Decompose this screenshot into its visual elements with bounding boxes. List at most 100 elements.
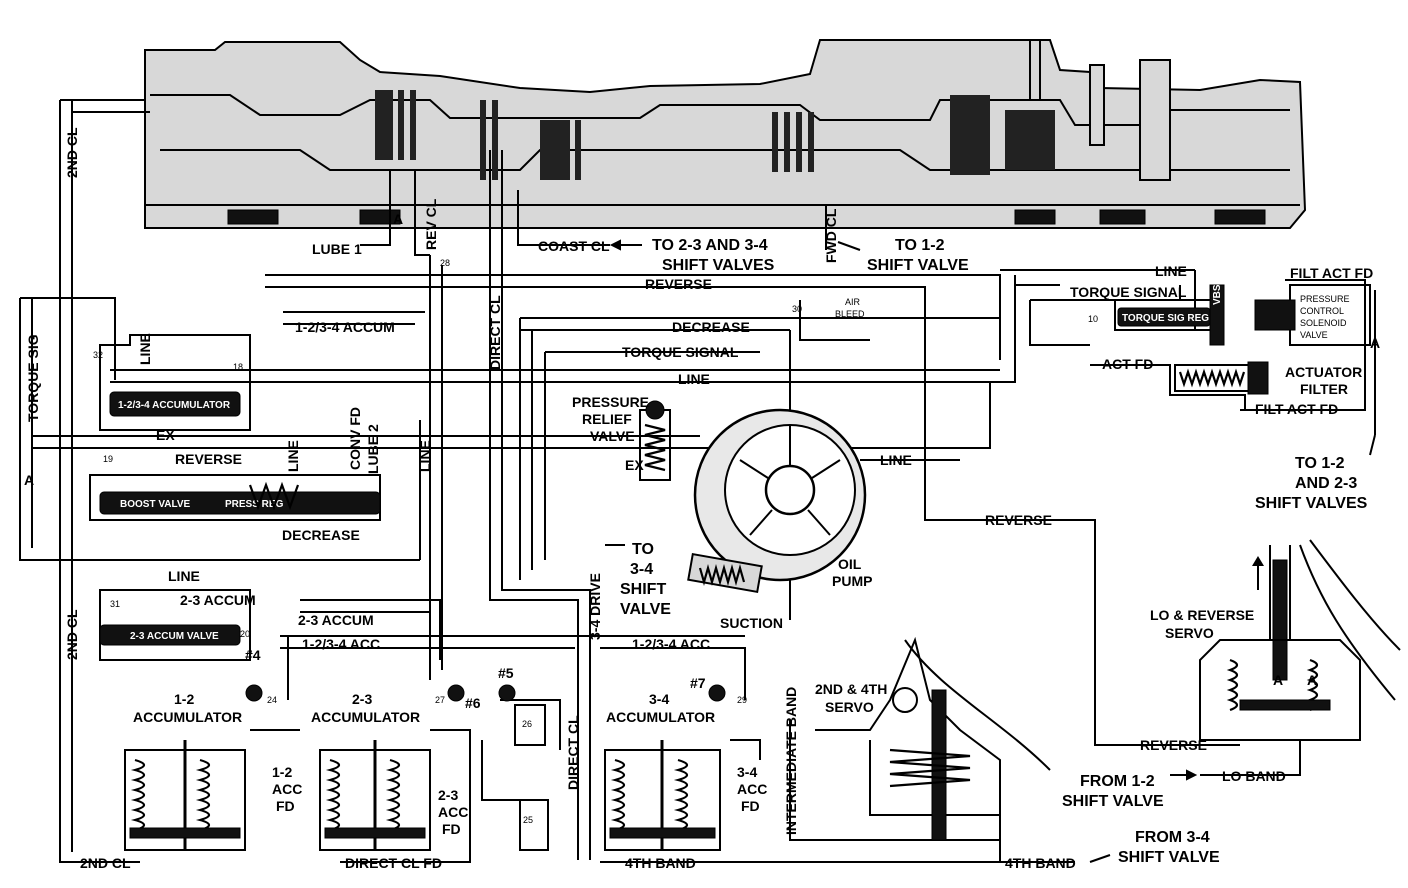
accum-23-valve-label: 2-3 ACCUM VALVE <box>130 631 219 642</box>
accumulator-34 <box>604 740 721 851</box>
check-ball-7 <box>708 684 726 702</box>
label-lube1: LUBE 1 <box>312 241 362 257</box>
label-2nd-cl-top: 2ND CL <box>64 127 80 178</box>
accumulators <box>124 704 721 851</box>
label-a-4: A <box>24 472 34 488</box>
accumulator-23 <box>319 740 431 851</box>
label-4th-band-a: 4TH BAND <box>625 855 696 871</box>
label-line-d: LINE <box>417 440 433 472</box>
label-fd34-c: FD <box>741 798 760 814</box>
label-from-34-b: SHIFT VALVE <box>1118 849 1220 866</box>
label-pressure-relief-a: PRESSURE <box>572 394 649 410</box>
label-filt-act-fd-low: FILT ACT FD <box>1255 401 1338 417</box>
label-reverse-right: REVERSE <box>985 512 1052 528</box>
label-ex-accum: EX <box>156 427 175 443</box>
labels: 2ND CL 2ND CL 2ND CL TORQUE SIG LUBE 1 R… <box>24 127 1380 871</box>
label-pcs-d: VALVE <box>1300 330 1328 340</box>
label-fd34-b: ACC <box>737 781 767 797</box>
oil-pump <box>687 408 867 594</box>
label-ex-relief: EX <box>625 457 644 473</box>
label-air-bleed-b: BLEED <box>835 309 865 319</box>
label-line-c: LINE <box>285 440 301 472</box>
label-to-34-b: 3-4 <box>630 561 653 578</box>
label-pressure-relief-c: VALVE <box>590 428 635 444</box>
label-fd34-a: 3-4 <box>737 764 757 780</box>
check-ball-5 <box>498 684 516 702</box>
label-acc34-a: 3-4 <box>649 691 669 707</box>
label-torque-sig-left: TORQUE SIG <box>25 334 41 422</box>
label-lo-rev-b: SERVO <box>1165 625 1214 641</box>
label-line-b: LINE <box>678 371 710 387</box>
num-32: 32 <box>93 350 103 360</box>
label-line-e: LINE <box>168 568 200 584</box>
label-acc-1234-b: 1-2/3-4 ACC <box>632 636 710 652</box>
label-from-34-a: FROM 3-4 <box>1135 829 1210 846</box>
label-accum-23-b: 2-3 ACCUM <box>298 612 374 628</box>
num-30: 30 <box>792 304 802 314</box>
arrow-from-34 <box>1089 854 1111 863</box>
label-4th-band-b: 4TH BAND <box>1005 855 1076 871</box>
label-from-12-b: SHIFT VALVE <box>1062 793 1164 810</box>
label-actuator-b: FILTER <box>1300 381 1348 397</box>
label-act-fd: ACT FD <box>1102 356 1153 372</box>
label-servo-24-a: 2ND & 4TH <box>815 681 887 697</box>
label-to-12-b: SHIFT VALVE <box>867 257 969 274</box>
label-to-34-d: VALVE <box>620 601 671 618</box>
label-acc23-b: ACCUMULATOR <box>311 709 420 725</box>
label-pcs-b: CONTROL <box>1300 306 1344 316</box>
label-fwd-cl: FWD CL <box>823 208 839 263</box>
arrow-to-12-23 <box>1369 434 1376 456</box>
arrow-to-12 <box>837 241 861 251</box>
label-a-1: A <box>1273 672 1283 688</box>
label-reverse-mid: REVERSE <box>175 451 242 467</box>
label-to-34-c: SHIFT <box>620 581 666 598</box>
label-ball-4: #4 <box>245 647 261 663</box>
num-28: 28 <box>440 258 450 268</box>
label-pcs-c: SOLENOID <box>1300 318 1347 328</box>
label-to-34-a: TO <box>632 541 654 558</box>
torque-sig-reg-label: TORQUE SIG REG <box>1122 313 1209 324</box>
label-air-bleed-a: AIR <box>845 297 861 307</box>
num-31: 31 <box>110 599 120 609</box>
label-fd23-b: ACC <box>438 804 468 820</box>
label-fd12-b: ACC <box>272 781 302 797</box>
label-servo-24-b: SERVO <box>825 699 874 715</box>
pressure-relief-valve <box>639 400 671 481</box>
label-decrease-top: DECREASE <box>672 319 750 335</box>
vbs-sig-label: VBS SIG <box>1212 264 1223 305</box>
label-a-3: A <box>1370 335 1380 351</box>
label-acc12-b: ACCUMULATOR <box>133 709 242 725</box>
label-a-5: A <box>393 211 403 227</box>
arrow-to-23-34 <box>609 239 642 251</box>
num-25: 25 <box>523 815 533 825</box>
num-27: 27 <box>435 695 445 705</box>
transmission-cross-section <box>144 39 1307 229</box>
check-balls <box>245 684 726 702</box>
label-acc34-b: ACCUMULATOR <box>606 709 715 725</box>
label-reverse-low: REVERSE <box>1140 737 1207 753</box>
flow-arrows <box>605 239 1376 863</box>
servo-2nd-4th <box>815 636 1051 850</box>
label-actuator-a: ACTUATOR <box>1285 364 1362 380</box>
label-torque-signal-right: TORQUE SIGNAL <box>1070 284 1187 300</box>
label-to-12-a: TO 1-2 <box>895 237 945 254</box>
check-ball-6 <box>447 684 465 702</box>
label-to-23-34-b: SHIFT VALVES <box>662 257 775 274</box>
num-19: 19 <box>103 454 113 464</box>
label-2nd-cl-bottom: 2ND CL <box>80 855 131 871</box>
num-29: 29 <box>737 695 747 705</box>
label-torque-signal-mid: TORQUE SIGNAL <box>622 344 739 360</box>
label-drive-34: 3-4 DRIVE <box>587 573 603 640</box>
label-line-a: LINE <box>137 333 153 365</box>
label-suction: SUCTION <box>720 615 783 631</box>
label-rev-cl: REV CL <box>423 198 439 250</box>
num-10: 10 <box>1088 314 1098 324</box>
num-26: 26 <box>522 719 532 729</box>
label-pressure-relief-b: RELIEF <box>582 411 632 427</box>
accumulator-12 <box>124 740 246 851</box>
label-pcs-a: PRESSURE <box>1300 294 1350 304</box>
accumulator-valve-label: 1-2/3-4 ACCUMULATOR <box>118 400 231 411</box>
oil-passages <box>19 99 1376 863</box>
label-a-2: A <box>1307 672 1317 688</box>
label-ball-6: #6 <box>465 695 481 711</box>
